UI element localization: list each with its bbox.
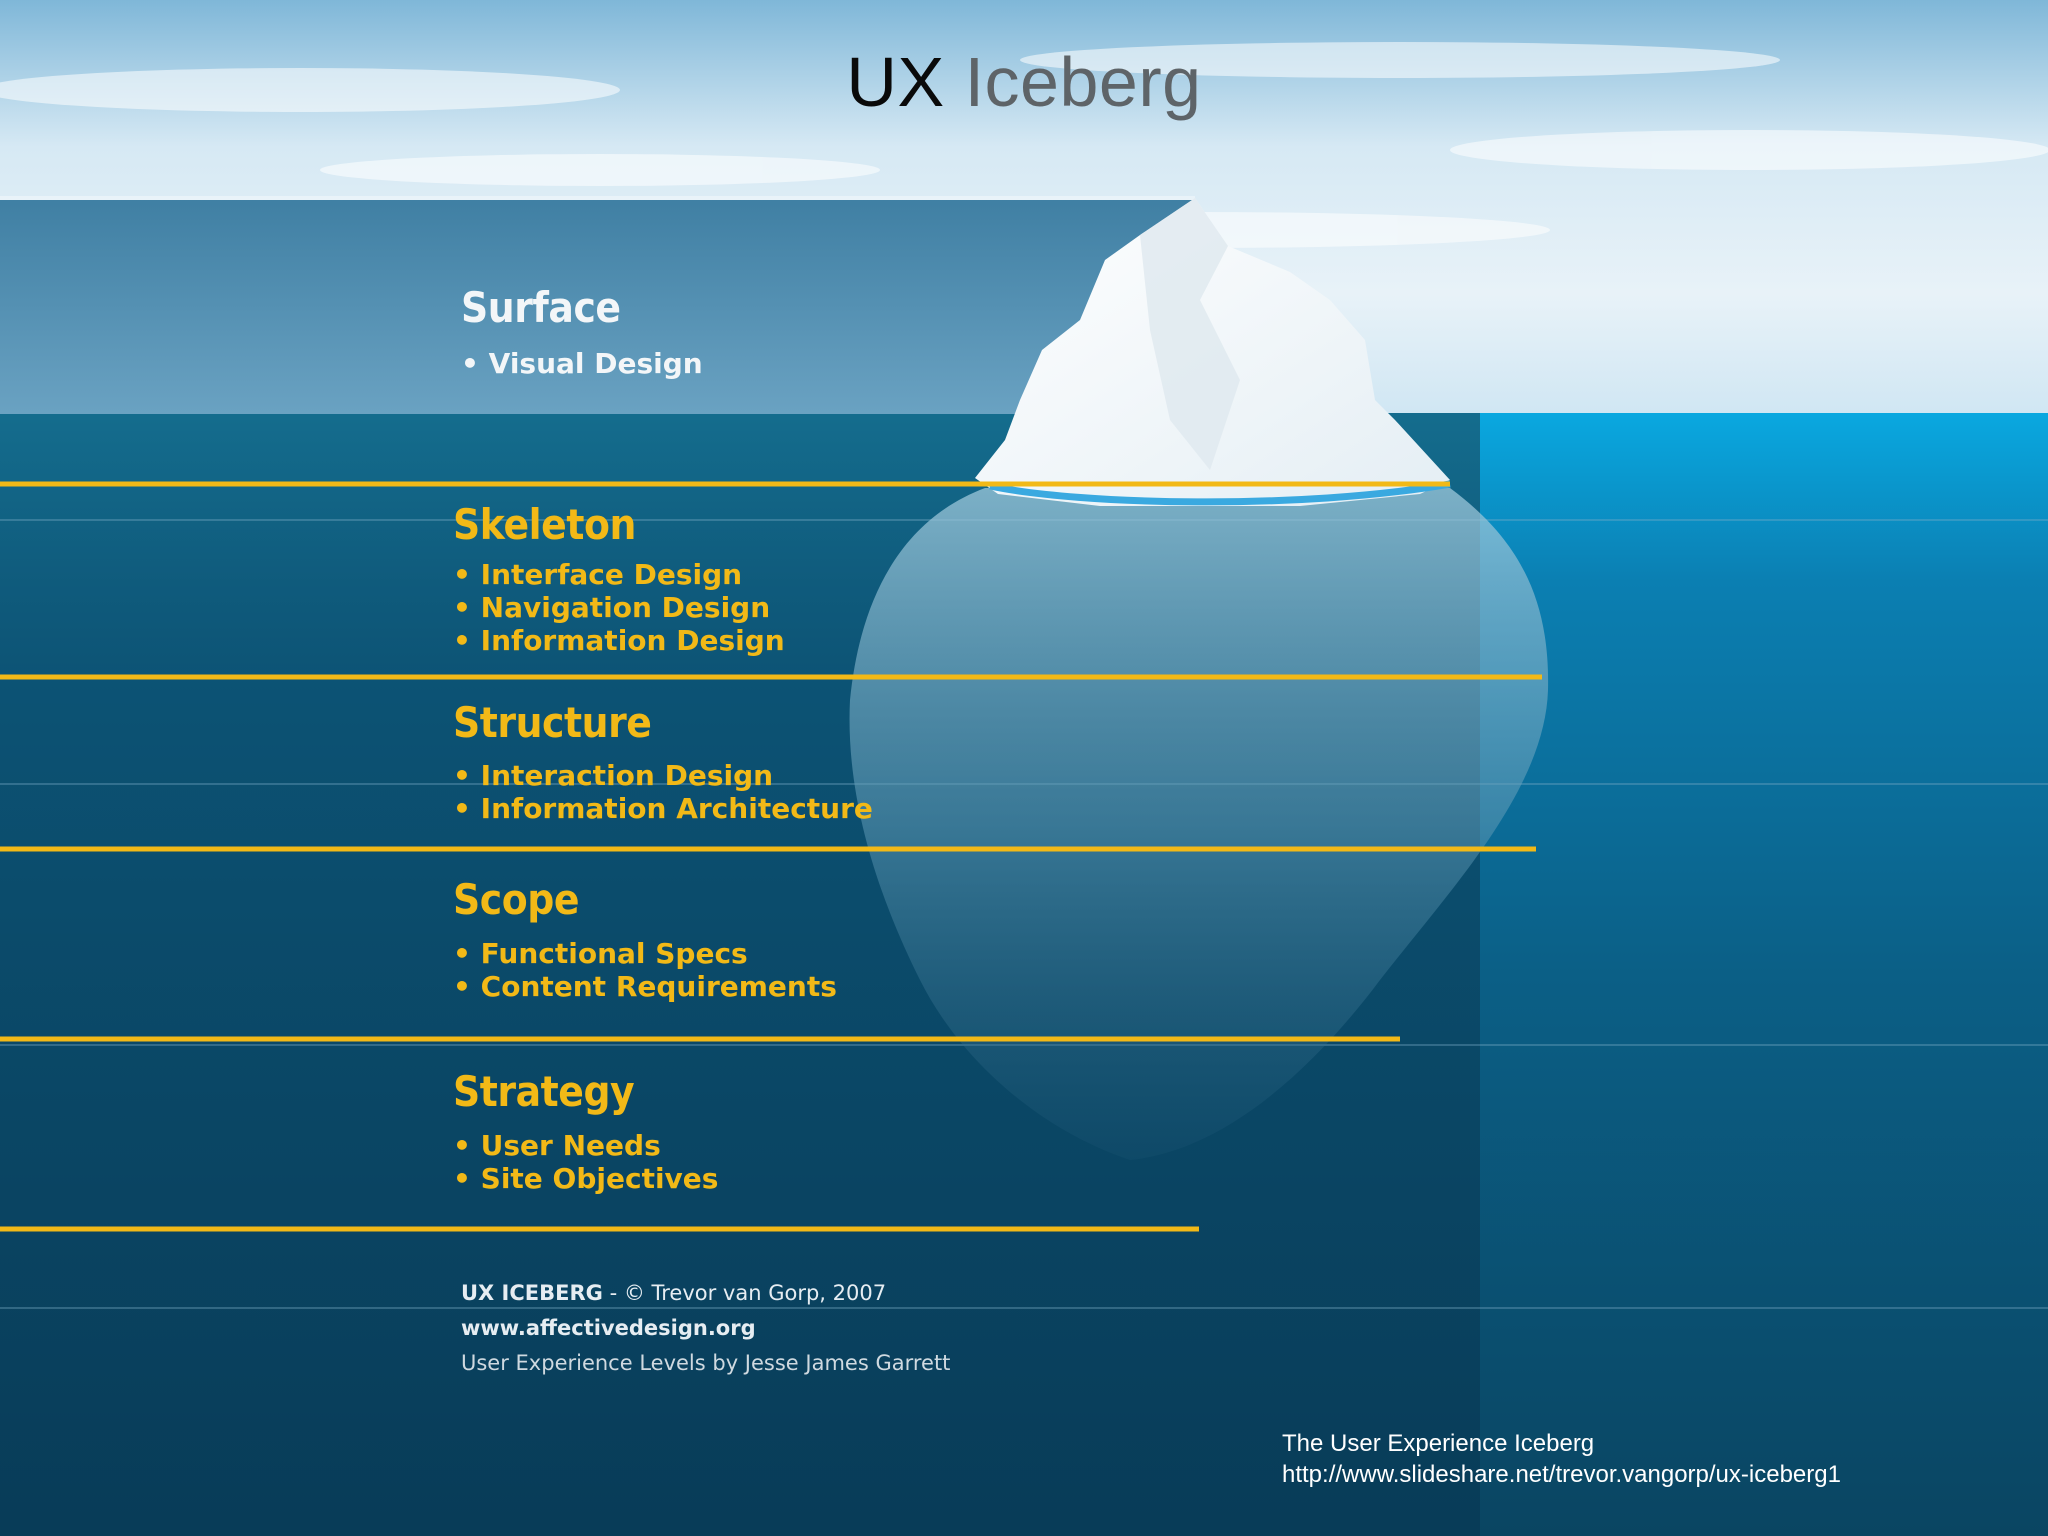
layer-title-structure: Structure [453,698,652,747]
title-ux: UX [846,43,945,121]
layer-title-skeleton: Skeleton [453,500,636,549]
layer-items-skeleton: • Interface Design • Navigation Design •… [453,558,785,657]
list-item: • Interaction Design [453,759,774,792]
list-item: • Site Objectives [453,1162,719,1195]
layer-items-scope: • Functional Specs • Content Requirement… [453,937,837,1003]
list-item: • Content Requirements [453,970,837,1003]
list-item: • Interface Design [453,558,743,591]
layer-items-surface: • Visual Design [461,347,703,380]
layer-lines [0,481,1542,1232]
layer-items-strategy: • User Needs • Site Objectives [453,1129,718,1195]
credit-attribution: User Experience Levels by Jesse James Ga… [461,1351,951,1375]
list-item: • Visual Design [461,347,703,380]
layer-title-scope: Scope [453,875,580,924]
source-caption: The User Experience Iceberg http://www.s… [1282,1428,1841,1490]
list-item: • Information Design [453,624,785,657]
credit-website: www.affectivedesign.org [461,1316,756,1340]
surface-panel-edge [0,196,1195,200]
list-item: • Navigation Design [453,591,771,624]
surface-panel [0,198,1195,414]
list-item: • Functional Specs [453,937,748,970]
credits: UX ICEBERG - © Trevor van Gorp, 2007 www… [461,1281,950,1386]
source-url: http://www.slideshare.net/trevor.vangorp… [1282,1461,1841,1488]
list-item: • User Needs [453,1129,661,1162]
slide-title: UX Iceberg [0,42,2048,122]
credit-line-1: UX ICEBERG - © Trevor van Gorp, 2007 [461,1281,887,1305]
source-title: The User Experience Iceberg [1282,1430,1595,1457]
iceberg-shading [1140,198,1240,470]
layer-title-surface: Surface [461,283,621,332]
list-item: • Information Architecture [453,792,873,825]
iceberg-waterline [989,480,1451,506]
title-iceberg: Iceberg [964,43,1202,121]
layer-title-strategy: Strategy [453,1067,635,1116]
iceberg-underwater [849,488,1549,1160]
layer-items-structure: • Interaction Design • Information Archi… [453,759,873,825]
